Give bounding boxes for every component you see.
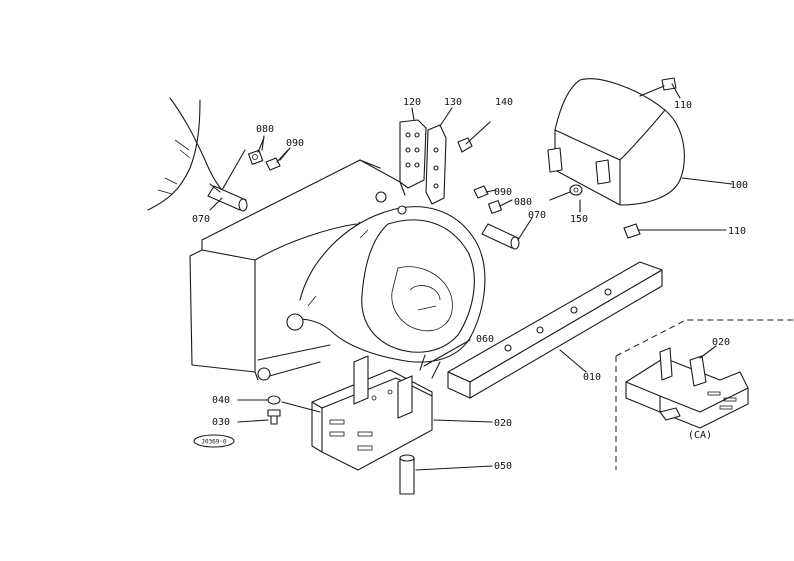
tractor-body-outline: [147, 97, 246, 211]
pin-050: [399, 454, 493, 495]
weight-100: [547, 78, 733, 206]
label-080-right: 080: [514, 197, 532, 208]
leader-060: [423, 339, 471, 367]
nut-040: [237, 395, 321, 413]
label-090-right: 090: [494, 187, 512, 198]
label-070-right: 070: [528, 210, 546, 221]
label-050: 050: [494, 461, 512, 472]
label-110-bottom: 110: [728, 226, 746, 237]
bolt-090-left: [265, 149, 289, 171]
label-090-left: 090: [286, 138, 304, 149]
label-010: 010: [583, 372, 601, 383]
pin-070-right: [481, 217, 533, 250]
bar-010: [447, 261, 663, 399]
label-020: 020: [494, 418, 512, 429]
bracket-020: [311, 355, 493, 471]
drawing-number-tag: J0369-0: [193, 434, 235, 448]
label-ca-variant: (CA): [688, 430, 712, 441]
leader-lines: [209, 107, 581, 213]
label-150: 150: [570, 214, 588, 225]
plate-130: [425, 124, 447, 205]
label-020-ca: 020: [712, 337, 730, 348]
transmission-housing: [189, 159, 486, 381]
label-030: 030: [212, 417, 230, 428]
label-120: 120: [403, 97, 421, 108]
bolt-090-right: [473, 185, 497, 199]
label-040: 040: [212, 395, 230, 406]
label-140: 140: [495, 97, 513, 108]
bolt-110-top: [639, 77, 681, 99]
washer-150: [549, 184, 583, 201]
part-labels: 120 130 140 080 090 070 090 080 070 150 …: [192, 97, 748, 472]
bolt-110-bottom: [623, 223, 727, 239]
pin-070-left: [207, 183, 248, 212]
label-110-top: 110: [674, 100, 692, 111]
nut-080-right: [488, 199, 513, 214]
drawing-number: J0369-0: [201, 439, 227, 446]
bracket-020-ca: [625, 345, 749, 429]
label-070-left: 070: [192, 214, 210, 225]
label-130: 130: [444, 97, 462, 108]
bolt-140: [457, 121, 491, 153]
plate-120: [399, 119, 427, 189]
ca-variant-box: [615, 319, 794, 470]
label-060: 060: [476, 334, 494, 345]
bolt-030: [237, 409, 281, 425]
nut-080-left: [248, 137, 265, 165]
label-080-left: 080: [256, 124, 274, 135]
label-100: 100: [730, 180, 748, 191]
